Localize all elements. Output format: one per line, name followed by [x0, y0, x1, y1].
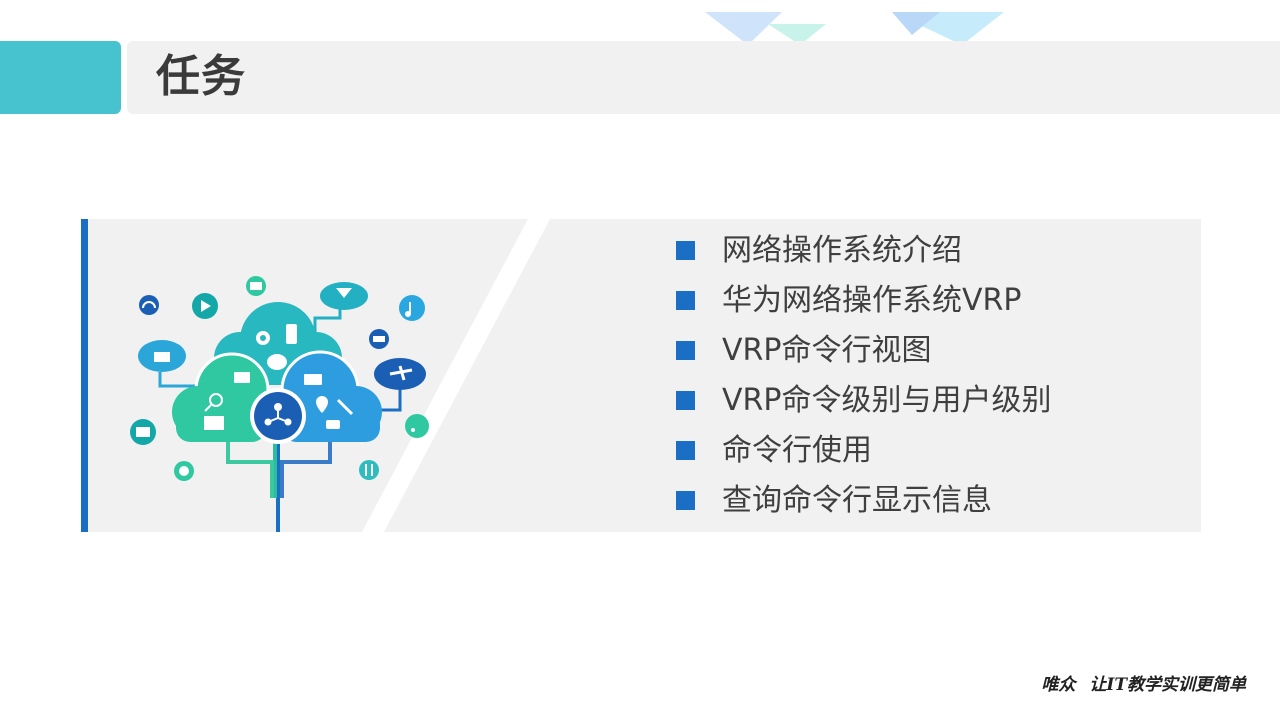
panel-divider-slash — [362, 219, 550, 532]
camera-icon — [130, 419, 156, 445]
task-item: 查询命令行显示信息 — [676, 476, 1051, 526]
headphones-icon — [139, 295, 159, 315]
shopping-basket-icon — [138, 340, 186, 372]
footer-brand: 唯众 — [1041, 675, 1076, 695]
play-icon — [192, 293, 218, 319]
globe-icon — [174, 461, 194, 481]
task-list: 网络操作系统介绍 华为网络操作系统VRP VRP命令行视图 VRP命令级别与用户… — [676, 226, 1051, 526]
bullet-square-icon — [676, 441, 695, 460]
bullet-square-icon — [676, 291, 695, 310]
chat-bubble-icon — [267, 354, 287, 370]
task-label: 网络操作系统介绍 — [722, 233, 962, 268]
task-item: 华为网络操作系统VRP — [676, 276, 1051, 326]
panel-left-edge — [81, 219, 88, 532]
bullet-square-icon — [676, 391, 695, 410]
phone-icon — [286, 324, 297, 344]
car-icon — [369, 329, 389, 349]
airplane-icon — [374, 358, 426, 390]
bullet-square-icon — [676, 341, 695, 360]
music-note-icon — [399, 295, 425, 321]
page-title: 任务 — [156, 51, 246, 102]
rss-icon — [405, 414, 429, 438]
task-label: VRP命令行视图 — [722, 333, 932, 368]
wrench-icon — [336, 398, 354, 416]
task-item: 命令行使用 — [676, 426, 1051, 476]
task-item: VRP命令级别与用户级别 — [676, 376, 1051, 426]
footer-tagline: 让IT教学实训更简单 — [1089, 675, 1246, 695]
briefcase-icon — [234, 372, 250, 383]
cloud-tree-illustration — [130, 276, 429, 532]
mail-icon — [246, 276, 266, 296]
task-item: VRP命令行视图 — [676, 326, 1051, 376]
network-user-icon — [250, 388, 306, 444]
task-label: 华为网络操作系统VRP — [722, 283, 1022, 318]
restaurant-icon — [359, 460, 379, 480]
coffee-icon — [326, 420, 340, 429]
title-bar — [127, 41, 1280, 114]
title-accent-block — [0, 41, 121, 114]
task-item: 网络操作系统介绍 — [676, 226, 1051, 276]
search-icon — [204, 393, 223, 412]
gear-icon — [256, 331, 270, 345]
location-pin-icon — [316, 396, 328, 413]
bullet-square-icon — [676, 491, 695, 510]
cocktail-icon — [320, 282, 368, 310]
credit-card-icon — [304, 374, 322, 385]
task-label: VRP命令级别与用户级别 — [722, 383, 1052, 418]
decorative-triangles — [705, 12, 1004, 45]
task-label: 查询命令行显示信息 — [722, 483, 992, 518]
book-icon — [204, 416, 224, 430]
bullet-square-icon — [676, 241, 695, 260]
footer-slogan: 唯众让IT教学实训更简单 — [1041, 672, 1246, 698]
task-label: 命令行使用 — [722, 433, 872, 468]
